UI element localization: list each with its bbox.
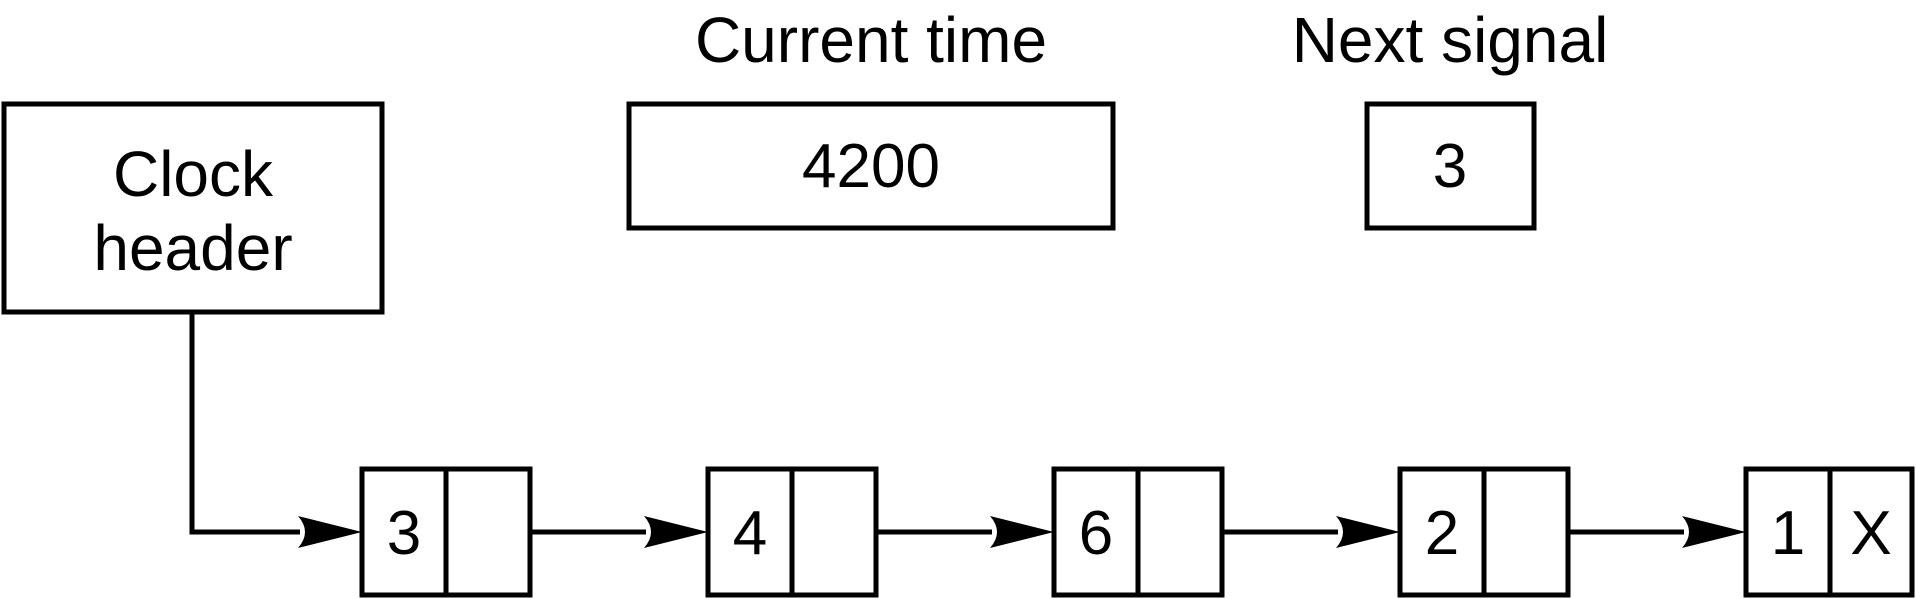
queue-link-arrowhead [990,516,1054,548]
header-to-first-node-line [189,312,300,535]
signal-queue: 3 4 6 2 [359,466,1915,598]
next-signal-box [1364,101,1537,231]
queue-node-value: 4 [733,499,767,568]
queue-node-value: 2 [1425,499,1459,568]
queue-link-arrowhead [644,516,708,548]
queue-node: 2 [1397,466,1571,598]
clock-header: Clock header [1,101,385,315]
current-time-label: Current time [695,4,1047,76]
current-time-value: 4200 [802,132,940,201]
queue-link-arrowhead [1336,516,1400,548]
queue-node-value: 6 [1079,499,1113,568]
queue-node-value: 3 [387,499,421,568]
queue-link-arrowhead [1682,516,1746,548]
clock-header-line2: header [93,212,292,284]
queue-node: 4 [705,466,879,598]
queue-node-value: 1 [1771,499,1805,568]
clock-header-line1: Clock [113,138,274,210]
current-time-box [626,101,1116,231]
header-to-first-node-arrowhead [298,516,362,548]
queue-node: 1 X [1743,466,1915,598]
next-signal: Next signal 3 [1292,4,1609,231]
queue-node-next: X [1850,499,1891,568]
next-signal-label: Next signal [1292,4,1609,76]
current-time: Current time 4200 [626,4,1116,231]
queue-node: 3 [359,466,533,598]
next-signal-value: 3 [1433,132,1467,201]
queue-node: 6 [1051,466,1225,598]
